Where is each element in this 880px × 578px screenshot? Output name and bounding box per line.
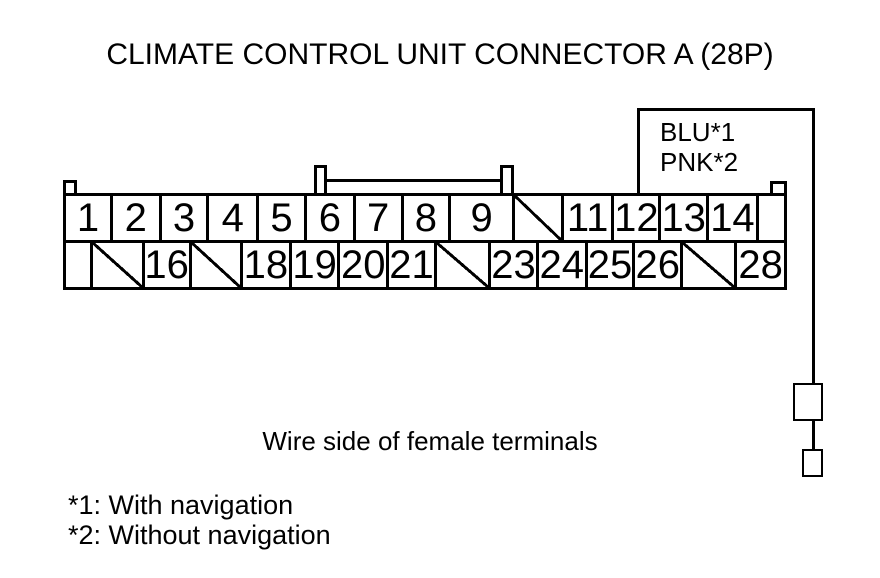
- pin-cell-16: 16: [144, 243, 192, 287]
- no-pin-cell: [683, 243, 738, 287]
- footnotes: *1: With navigation *2: Without navigati…: [68, 490, 331, 550]
- pin-cell-1: 1: [66, 196, 113, 240]
- no-pin-cell: [191, 243, 244, 287]
- pin-cell-26: 26: [635, 243, 684, 287]
- pin-cell-18: 18: [243, 243, 292, 287]
- wire-color-label-2: PNK*2: [660, 147, 739, 177]
- pin-cell-23: 23: [491, 243, 539, 287]
- no-pin-cell: [93, 243, 145, 287]
- empty-cell: [758, 196, 784, 240]
- no-pin-cell: [436, 243, 492, 287]
- terminal-box-large: [793, 383, 823, 421]
- footnote-1: *1: With navigation: [68, 490, 294, 520]
- page-title: CLIMATE CONTROL UNIT CONNECTOR A (28P): [106, 38, 774, 71]
- caption: Wire side of female terminals: [262, 426, 598, 456]
- footnote-2: *2: Without navigation: [68, 520, 331, 550]
- pin-cell-25: 25: [587, 243, 636, 287]
- connector-latch-left-tab: [314, 165, 327, 193]
- pin-cell-6: 6: [306, 196, 356, 240]
- terminal-box-small: [802, 449, 823, 477]
- pin-cell-28: 28: [737, 243, 784, 287]
- wire-line-lower: [812, 421, 815, 449]
- connector-right-step-tab: [770, 181, 787, 193]
- pin-cell-14: 14: [709, 196, 759, 240]
- wire-color-callout-box: BLU*1 PNK*2: [637, 108, 815, 193]
- pin-cell-19: 19: [291, 243, 341, 287]
- pin-cell-8: 8: [403, 196, 452, 240]
- no-pin-cell: [515, 196, 564, 240]
- pin-cell-24: 24: [538, 243, 588, 287]
- pin-cell-20: 20: [340, 243, 390, 287]
- pin-cell-21: 21: [389, 243, 437, 287]
- empty-cell: [66, 243, 94, 287]
- wire-line-upper: [812, 193, 815, 383]
- pin-cell-9: 9: [451, 196, 516, 240]
- pin-cell-4: 4: [209, 196, 260, 240]
- pin-cell-11: 11: [563, 196, 615, 240]
- pin-cell-13: 13: [661, 196, 710, 240]
- pin-cell-5: 5: [259, 196, 307, 240]
- wire-color-label-1: BLU*1: [660, 117, 736, 147]
- pin-cell-2: 2: [112, 196, 162, 240]
- connector-left-step-tab: [63, 180, 77, 193]
- pin-cell-7: 7: [355, 196, 404, 240]
- pin-cell-12: 12: [614, 196, 662, 240]
- connector-latch-right-tab: [500, 165, 514, 193]
- connector-latch-bar: [314, 179, 514, 193]
- pin-cell-3: 3: [161, 196, 210, 240]
